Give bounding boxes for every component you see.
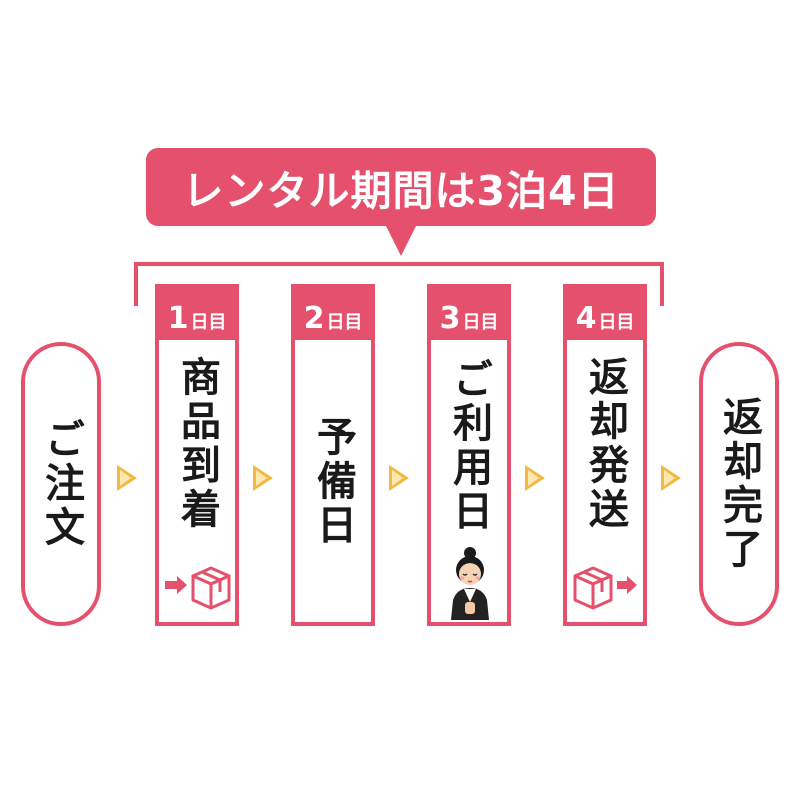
box-arrive-icon	[163, 564, 233, 612]
day-unit-2: 日目	[326, 312, 363, 333]
flow-arrow-3	[389, 465, 409, 491]
day-card-1: 1 日目 商品到着	[155, 284, 239, 626]
day-unit-3: 日目	[462, 312, 499, 333]
return-complete-step: 返却完了	[699, 342, 779, 626]
day-card-4: 4 日目 返却発送	[563, 284, 647, 626]
day-label-2: 予備日	[310, 416, 356, 548]
day-number-1: 1	[167, 301, 189, 336]
day-header-2: 2 日目	[291, 284, 375, 340]
day-unit-4: 日目	[598, 312, 635, 333]
day-label-4: 返却発送	[582, 356, 628, 532]
day-number-4: 4	[575, 301, 597, 336]
return-complete-label: 返却完了	[716, 396, 762, 572]
box-send-icon	[571, 564, 641, 612]
order-step: ご注文	[21, 342, 101, 626]
flow-arrow-2	[253, 465, 273, 491]
flow-arrow-1	[117, 465, 137, 491]
day-number-3: 3	[439, 301, 461, 336]
flow-arrow-4	[525, 465, 545, 491]
day-header-4: 4 日目	[563, 284, 647, 340]
day-label-1: 商品到着	[174, 356, 220, 532]
title-banner-tail	[385, 224, 417, 256]
day-label-3: ご利用日	[446, 358, 492, 534]
rental-period-bracket	[134, 262, 664, 306]
day-card-2: 2 日目 予備日	[291, 284, 375, 626]
title-text: レンタル期間は3泊4日	[182, 167, 620, 215]
day-header-3: 3 日目	[427, 284, 511, 340]
order-step-label: ご注文	[38, 418, 84, 550]
title-banner: レンタル期間は3泊4日	[146, 148, 656, 226]
flow-arrow-5	[661, 465, 681, 491]
day-header-1: 1 日目	[155, 284, 239, 340]
bowing-person-icon	[445, 546, 495, 620]
day-card-3: 3 日目 ご利用日	[427, 284, 511, 626]
day-unit-1: 日目	[190, 312, 227, 333]
day-number-2: 2	[303, 301, 325, 336]
